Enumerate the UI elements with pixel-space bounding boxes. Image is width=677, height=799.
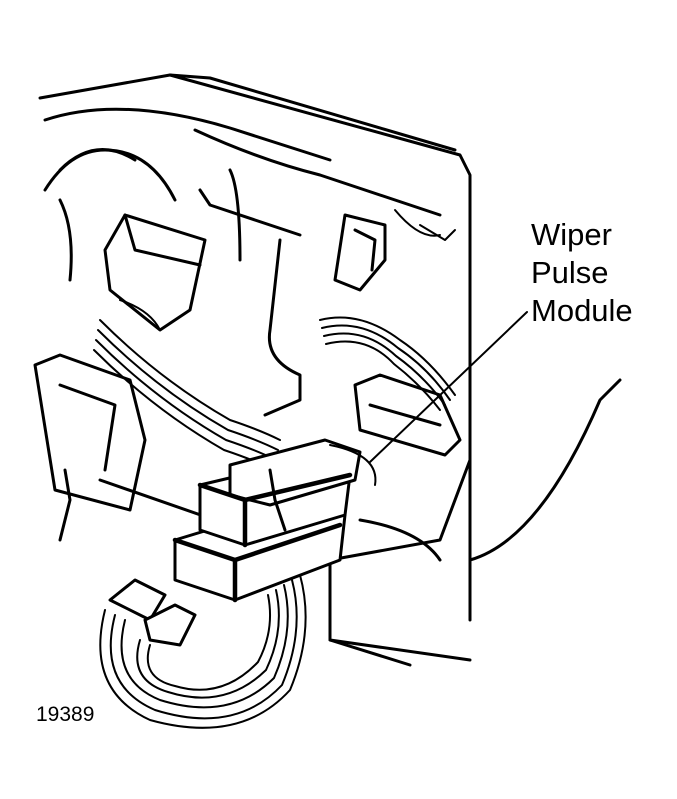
figure-number: 19389 xyxy=(36,703,95,726)
callout-leader-line xyxy=(369,311,528,463)
wiper-pulse-module-label: Wiper Pulse Module xyxy=(531,216,633,330)
wiper-pulse-module xyxy=(172,438,377,603)
lower-housing xyxy=(98,378,622,667)
label-line-1: Wiper xyxy=(531,217,612,252)
mounting-bracket xyxy=(103,213,207,332)
label-line-3: Module xyxy=(531,293,633,328)
lower-harness xyxy=(99,574,307,729)
dashboard-outline xyxy=(38,73,472,622)
right-connector xyxy=(333,213,387,292)
right-bracket xyxy=(353,373,462,457)
upper-harness xyxy=(319,316,456,411)
left-bracket xyxy=(33,353,147,542)
label-line-2: Pulse xyxy=(531,255,609,290)
